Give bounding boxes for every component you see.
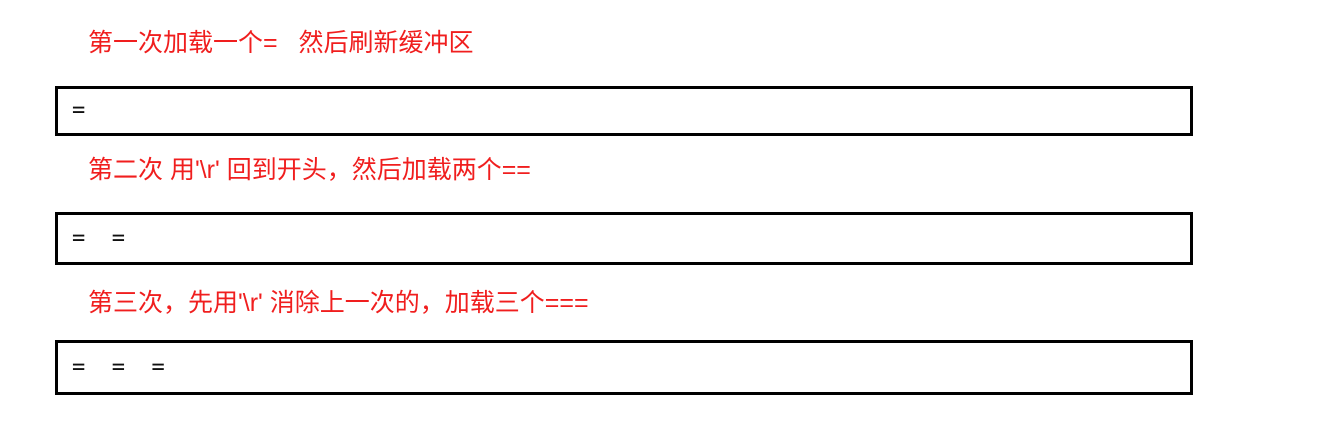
step-3-console-output: = = = (72, 354, 165, 380)
step-3-console-box: = = = (55, 340, 1193, 395)
step-2-console-output: = = (72, 225, 125, 251)
step-row-1: 第一次加载一个= 然后刷新缓冲区 = (0, 28, 1339, 136)
step-2-annotation: 第二次 用'\r' 回到开头，然后加载两个== (88, 156, 531, 184)
step-1-console-output: = (72, 98, 86, 123)
step-row-2: 第二次 用'\r' 回到开头，然后加载两个== = = (0, 155, 1339, 265)
step-1-console-box: = (55, 86, 1193, 136)
step-1-annotation: 第一次加载一个= 然后刷新缓冲区 (88, 29, 474, 57)
step-2-console-box: = = (55, 212, 1193, 265)
step-3-annotation: 第三次，先用'\r' 消除上一次的，加载三个=== (88, 289, 589, 317)
step-row-3: 第三次，先用'\r' 消除上一次的，加载三个=== = = = (0, 288, 1339, 395)
